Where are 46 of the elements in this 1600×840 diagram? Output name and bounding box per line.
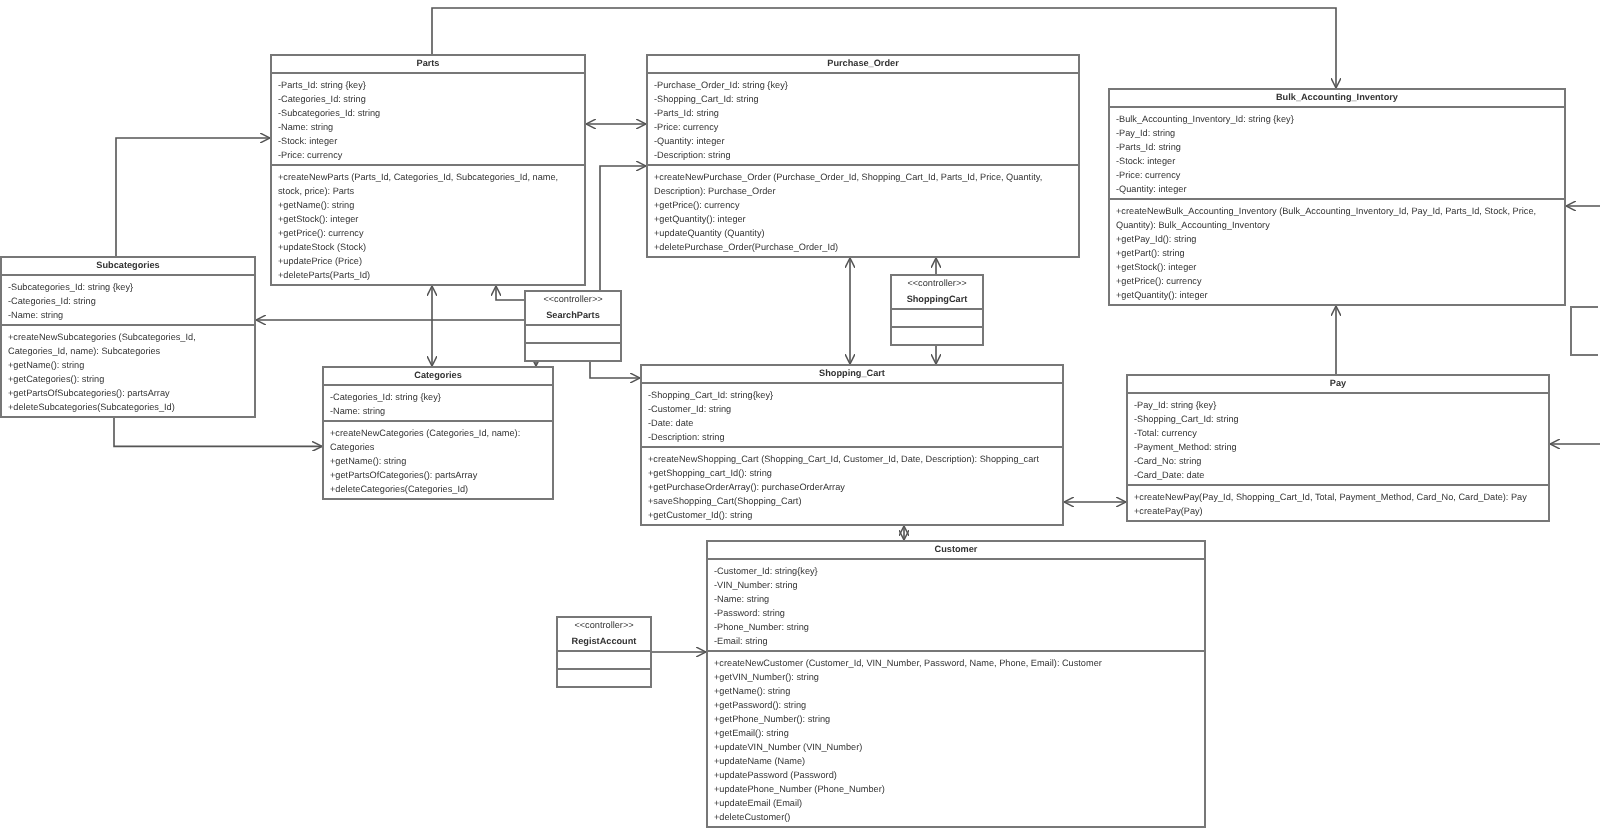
association-arrow <box>113 417 323 453</box>
association-arrow <box>431 7 1342 89</box>
association-arrow <box>1565 200 1600 212</box>
compartment <box>708 558 1204 650</box>
association-arrow <box>255 314 525 326</box>
association-arrow <box>426 285 438 367</box>
association-arrow <box>115 132 271 257</box>
compartment <box>1128 484 1548 520</box>
association-arrow <box>490 285 525 301</box>
association-arrow <box>1063 496 1127 508</box>
class-box <box>0 256 256 418</box>
association-arrow <box>585 118 647 130</box>
compartment <box>2 324 254 416</box>
compartment <box>324 384 552 420</box>
compartment <box>1110 198 1564 304</box>
class-box <box>556 616 652 688</box>
compartment <box>272 72 584 164</box>
compartment <box>642 382 1062 446</box>
compartment <box>1128 392 1548 484</box>
class-box <box>890 274 984 346</box>
association-arrow <box>589 361 641 384</box>
class-box <box>270 54 586 286</box>
class-box <box>1108 88 1566 306</box>
class-box <box>1126 374 1550 522</box>
association-arrow <box>651 646 707 658</box>
association-arrow <box>1549 438 1600 450</box>
association-arrow <box>898 525 910 541</box>
association-arrow <box>844 257 856 365</box>
compartment <box>648 72 1078 164</box>
compartment <box>708 650 1204 826</box>
class-box <box>646 54 1080 258</box>
association-arrow <box>930 257 942 275</box>
class-box <box>524 290 622 362</box>
compartment <box>272 164 584 284</box>
compartment <box>1110 106 1564 198</box>
class-box <box>1570 306 1598 356</box>
compartment <box>642 446 1062 524</box>
association-arrow <box>930 345 942 365</box>
compartment <box>648 164 1078 256</box>
compartment <box>2 274 254 324</box>
association-arrow <box>599 160 647 291</box>
association-arrow <box>1330 305 1342 375</box>
class-box <box>322 366 554 500</box>
class-box <box>706 540 1206 828</box>
compartment <box>324 420 552 498</box>
class-box <box>640 364 1064 526</box>
